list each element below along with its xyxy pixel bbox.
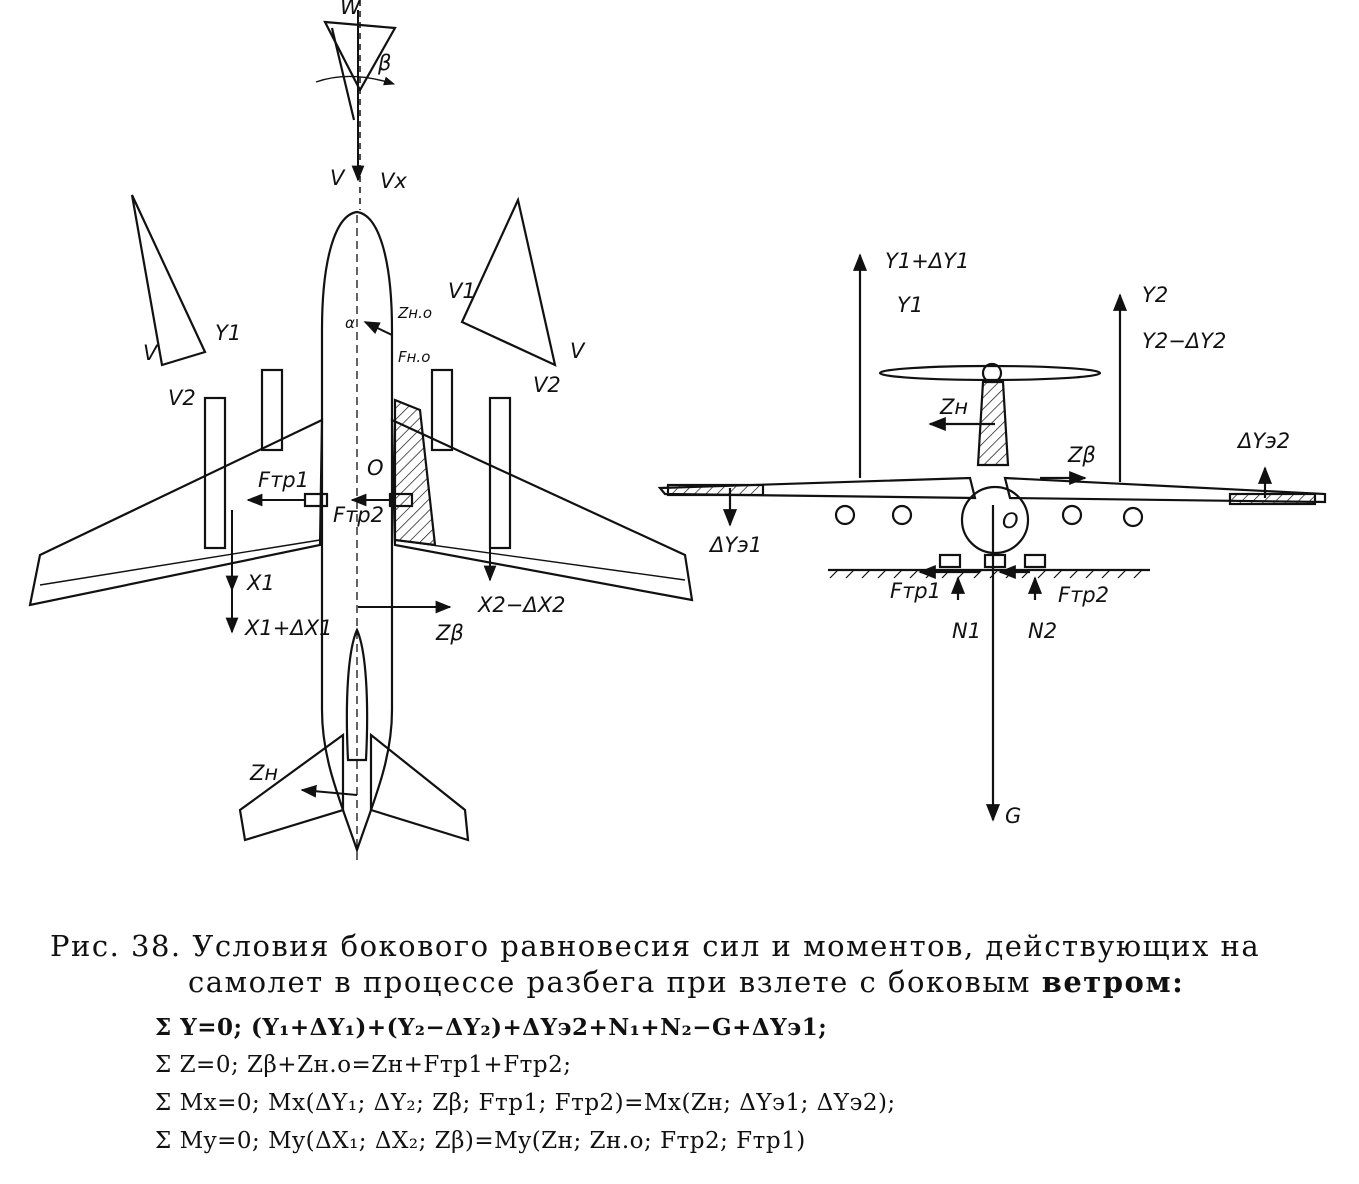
label-alpha: α xyxy=(345,314,355,332)
zn-arrow xyxy=(300,784,358,798)
left-aileron xyxy=(666,483,765,497)
top-view-aircraft xyxy=(28,0,694,860)
engine-4 xyxy=(488,396,512,550)
front-fuselage xyxy=(960,485,1030,555)
label-vx: Vx xyxy=(380,169,407,193)
front-view-aircraft xyxy=(657,362,1327,579)
hatched-wing-root xyxy=(393,398,437,547)
label-o-front: O xyxy=(1002,509,1019,533)
label-v-left: V xyxy=(330,166,346,190)
caption-line2: самолет в процессе разбега при взлете с … xyxy=(50,964,1340,1000)
zno-arrow xyxy=(363,321,393,336)
label-y1: Y1 xyxy=(897,293,923,317)
beta-arc xyxy=(315,75,396,86)
velocity-triangle-right xyxy=(460,196,557,367)
left-gear xyxy=(303,492,329,508)
label-y2dy2: Y2−ΔY2 xyxy=(1142,329,1226,353)
front-left-wing xyxy=(657,476,977,500)
front-engine-3 xyxy=(1061,504,1083,526)
label-x1: X1 xyxy=(246,571,275,595)
label-ftr2-top: Fтр2 xyxy=(333,503,384,527)
label-v2-tri-left: V2 xyxy=(168,386,196,410)
velocity-triangle-left xyxy=(130,194,207,367)
engine-1 xyxy=(203,396,227,550)
label-beta: β xyxy=(377,51,391,75)
label-v2-tri-right: V2 xyxy=(533,373,561,397)
front-view-forces xyxy=(722,253,1273,822)
label-o-top: O xyxy=(367,456,384,480)
label-dye1: ΔYэ1 xyxy=(708,533,762,557)
top-view-forces xyxy=(225,10,497,798)
front-view-label-group: Y1+ΔY1 Y1 Y2 Y2−ΔY2 Zн Zβ ΔYэ2 ΔYэ1 O Fт… xyxy=(708,249,1290,828)
label-y1-tri-left: Y1 xyxy=(215,321,241,345)
front-right-wing xyxy=(1003,476,1327,504)
right-wing xyxy=(390,418,694,602)
fin xyxy=(345,627,369,762)
engine-2 xyxy=(260,368,284,452)
label-w: W xyxy=(340,0,362,19)
engine-3 xyxy=(430,368,454,452)
caption-line2-a: самолет в процессе разбега при взлете с … xyxy=(188,965,1042,999)
diagram-canvas: W β V Vx V Y1 V2 V1 V V2 Zн.о Fн.о α O F… xyxy=(28,0,1327,860)
left-wing xyxy=(28,418,324,607)
label-zbeta-front: Zβ xyxy=(1067,443,1096,467)
top-view-label-group: W β V Vx V Y1 V2 V1 V V2 Zн.о Fн.о α O F… xyxy=(143,0,586,785)
radar-dome xyxy=(878,364,1102,382)
front-engine-2 xyxy=(891,504,913,526)
label-zn-front: Zн xyxy=(939,395,968,419)
label-x2dx2: X2−ΔX2 xyxy=(477,593,565,617)
right-aileron xyxy=(1228,492,1317,506)
label-ftr1-front: Fтр1 xyxy=(890,579,941,603)
label-x1dx1: X1+ΔX1 xyxy=(244,616,332,640)
figure-caption: Рис. 38. Условия бокового равновесия сил… xyxy=(50,928,1340,1000)
label-zno: Zн.о xyxy=(397,304,432,322)
label-dye2: ΔYэ2 xyxy=(1236,429,1290,453)
caption-line1: Рис. 38. Условия бокового равновесия сил… xyxy=(50,929,1261,963)
right-stabilizer xyxy=(369,732,470,842)
label-zn-top: Zн xyxy=(249,761,278,785)
equation-sum-mx: Σ Mx=0; Mx(ΔY₁; ΔY₂; Zβ; Fтр1; Fтр2)=Mx(… xyxy=(155,1090,896,1116)
front-gear-left xyxy=(938,553,962,569)
label-y2: Y2 xyxy=(1142,283,1168,307)
label-zbeta-top: Zβ xyxy=(435,621,464,645)
ground-hatch xyxy=(829,569,1143,579)
caption-line2-b: ветром: xyxy=(1041,965,1185,999)
front-gear-center xyxy=(983,553,1007,569)
equation-sum-my: Σ My=0; My(ΔX₁; ΔX₂; Zβ)=My(Zн; Zн.о; Fт… xyxy=(155,1128,806,1154)
front-engine-4 xyxy=(1122,506,1144,528)
label-g: G xyxy=(1005,804,1021,828)
left-stabilizer xyxy=(238,732,345,842)
label-v1-tri-right: V1 xyxy=(448,279,476,303)
label-n1: N1 xyxy=(952,619,981,643)
front-engine-1 xyxy=(834,504,856,526)
label-fno: Fн.о xyxy=(398,348,430,366)
label-v-tri-left: V xyxy=(143,341,159,365)
label-y1dy1: Y1+ΔY1 xyxy=(885,249,969,273)
label-n2: N2 xyxy=(1028,619,1057,643)
label-ftr1-top: Fтр1 xyxy=(258,468,309,492)
front-gear-right xyxy=(1023,553,1047,569)
label-v-tri-right: V xyxy=(570,339,586,363)
equation-sum-y: Σ Y=0; (Y₁+ΔY₁)+(Y₂−ΔY₂)+ΔYэ2+N₁+N₂−G+ΔY… xyxy=(155,1014,828,1041)
equation-sum-z: Σ Z=0; Zβ+Zн.о=Zн+Fтр1+Fтр2; xyxy=(155,1052,572,1078)
label-ftr2-front: Fтр2 xyxy=(1058,583,1109,607)
fuselage xyxy=(320,210,394,854)
